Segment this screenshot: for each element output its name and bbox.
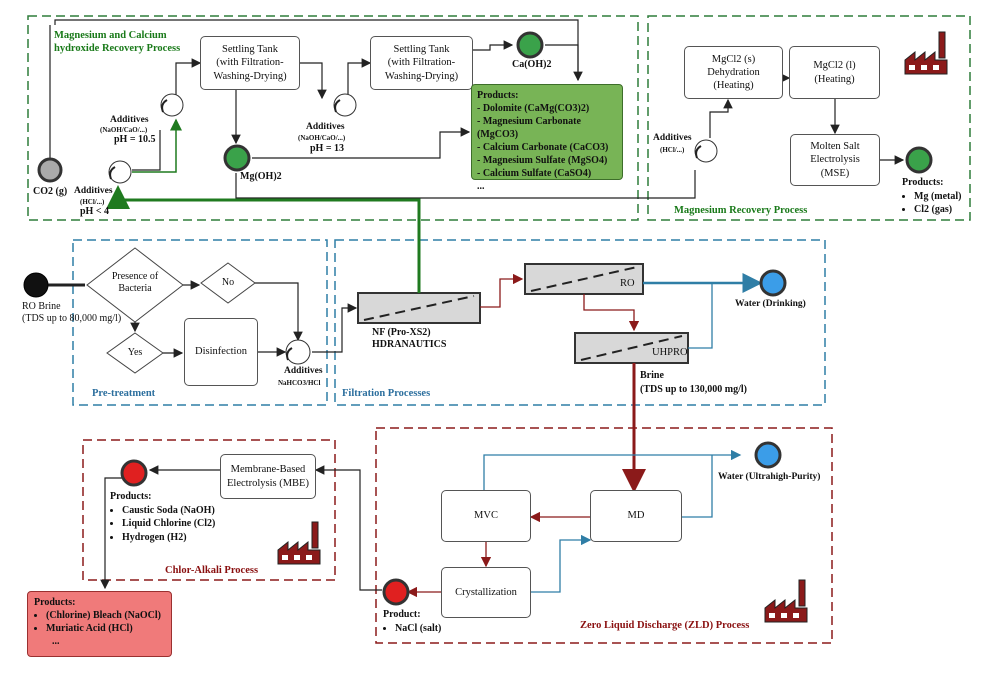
bacteria-decision-label: Presence of Bacteria — [111, 271, 159, 294]
ro-label: RO — [620, 278, 635, 289]
mgca-item-2: - Calcium Carbonate (CaCO3) — [477, 142, 609, 153]
chlor-alkali-title: Chlor-Alkali Process — [165, 565, 259, 576]
yes-decision — [106, 332, 164, 374]
mgca-item-0: - Dolomite (CaMg(CO3)2) — [477, 103, 590, 114]
chlor-item-1: Liquid Chlorine (Cl2) — [122, 517, 215, 531]
factory-icon-mg — [904, 31, 948, 75]
region-mg-recovery — [647, 15, 971, 221]
co2-label: CO2 (g) — [33, 186, 68, 197]
additives-circle-2 — [333, 93, 357, 117]
mgca-products-box: Products: - Dolomite (CaMg(CO3)2) - Magn… — [471, 84, 623, 192]
factory-icon-chlor — [277, 521, 321, 565]
mgca-region-title: Magnesium and Calcium hydroxide Recovery… — [54, 30, 181, 54]
uhpro-membrane — [574, 332, 689, 364]
nacl-products-list: Product: NaCl (salt) — [383, 608, 441, 635]
region-zld — [375, 427, 833, 644]
mg-product-node — [905, 146, 933, 174]
mgca-item-4: - Calcium Sulfate (CaSO4) — [477, 168, 592, 179]
mgca-item-5: ... — [477, 181, 485, 192]
settling-tank-1-box: Settling Tank (with Filtration- Washing-… — [200, 36, 300, 90]
additives-mg-chem: (HCl/...) — [660, 146, 685, 154]
mg-products-title: Products: — [902, 177, 944, 188]
mgca-item-1: - Magnesium Carbonate (MgCO3) — [477, 116, 581, 140]
mvc-box: MVC — [441, 490, 531, 542]
additives-1-chem: (NaOH/CaO/...) — [100, 126, 148, 134]
bleach-products-title: Products: — [34, 597, 76, 608]
chlor-item-0: Caustic Soda (NaOH) — [122, 504, 215, 518]
additives-mg-label: Additives — [653, 133, 692, 143]
nf-membrane — [357, 292, 481, 324]
additives-1-label: Additives — [110, 115, 149, 125]
additives-circle-pre — [285, 339, 311, 365]
bleach-more: ... — [52, 636, 60, 647]
additives-circle-3 — [108, 160, 132, 184]
no-decision — [200, 262, 256, 304]
md-box: MD — [590, 490, 682, 542]
region-chlor-alkali — [82, 439, 336, 581]
bleach-item-1: Muriatic Acid (HCl) — [46, 622, 165, 635]
molten-salt-electrolysis-box: Molten Salt Electrolysis (MSE) — [790, 134, 880, 186]
ph-13-label: pH = 13 — [310, 143, 345, 154]
disinfection-box: Disinfection — [184, 318, 258, 386]
nf-label: NF (Pro-XS2) HDRANAUTICS — [372, 327, 447, 350]
water-uhp-node — [754, 441, 782, 469]
region-mgca — [27, 15, 639, 221]
mgcl2-heating-box: MgCl2 (l) (Heating) — [789, 46, 880, 99]
mg-region-title: Magnesium Recovery Process — [674, 205, 808, 216]
crystallization-box: Crystallization — [441, 567, 531, 618]
water-uhp-label: Water (Ultrahigh-Purity) — [718, 472, 821, 482]
zld-title: Zero Liquid Discharge (ZLD) Process — [580, 620, 750, 631]
region-filtration — [334, 239, 826, 406]
additives-3-chem: (HCl/...) — [80, 198, 105, 206]
water-drinking-label: Water (Drinking) — [735, 299, 806, 309]
uhpro-label: UHPRO — [652, 347, 688, 358]
yes-label: Yes — [127, 347, 143, 358]
factory-icon-zld — [764, 579, 808, 623]
additives-2-label: Additives — [306, 122, 345, 132]
ro-brine-source-node — [23, 272, 49, 298]
pretreatment-title: Pre-treatment — [92, 388, 156, 399]
additives-3-label: Additives — [74, 186, 113, 196]
co2-node — [37, 157, 63, 183]
mg-products-list: Products: Mg (metal) Cl2 (gas) — [902, 176, 961, 217]
bleach-item-0: (Chlorine) Bleach (NaOCl) — [46, 609, 165, 622]
membrane-based-electrolysis-box: Membrane-Based Electrolysis (MBE) — [220, 454, 316, 499]
mg-item-1: Cl2 (gas) — [914, 203, 961, 217]
chlor-products-title: Products: — [110, 491, 152, 502]
nacl-item-0: NaCl (salt) — [395, 622, 441, 636]
ph-105-label: pH = 10.5 — [114, 134, 156, 145]
chlor-product-node — [120, 459, 148, 487]
chlor-item-2: Hydrogen (H2) — [122, 531, 215, 545]
dehydration-box: MgCl2 (s) Dehydration (Heating) — [684, 46, 783, 99]
mgoh2-label: Mg(OH)2 — [240, 171, 282, 182]
additives-circle-mg — [694, 139, 718, 163]
filtration-title: Filtration Processes — [342, 388, 431, 399]
additives-circle-1 — [160, 93, 184, 117]
additives-pre-chem: NaHCO3/HCl — [278, 379, 321, 387]
brine-tds-label: (TDS up to 130,000 mg/l) — [640, 384, 747, 395]
brine-label: Brine — [640, 370, 664, 381]
caoh2-node — [516, 31, 544, 59]
nacl-products-title: Product: — [383, 609, 421, 620]
additives-2-chem: (NaOH/CaO/...) — [298, 134, 346, 142]
nacl-product-node — [382, 578, 410, 606]
mgca-products-title: Products: — [477, 90, 519, 101]
region-pretreatment — [72, 239, 328, 406]
water-drinking-node — [759, 269, 787, 297]
settling-tank-2-box: Settling Tank (with Filtration- Washing-… — [370, 36, 473, 90]
bleach-products-box: Products: (Chlorine) Bleach (NaOCl) Muri… — [27, 591, 172, 657]
ro-brine-label: RO Brine (TDS up to 80,000 mg/l) — [22, 301, 122, 324]
chlor-products-list: Products: Caustic Soda (NaOH) Liquid Chl… — [110, 490, 215, 544]
mgca-item-3: - Magnesium Sulfate (MgSO4) — [477, 155, 608, 166]
ph-4-label: pH < 4 — [80, 206, 110, 217]
no-label: No — [221, 277, 235, 288]
additives-pre-label: Additives — [284, 366, 323, 376]
caoh2-label: Ca(OH)2 — [512, 59, 552, 70]
mg-item-0: Mg (metal) — [914, 190, 961, 204]
mgoh2-node — [223, 144, 251, 172]
